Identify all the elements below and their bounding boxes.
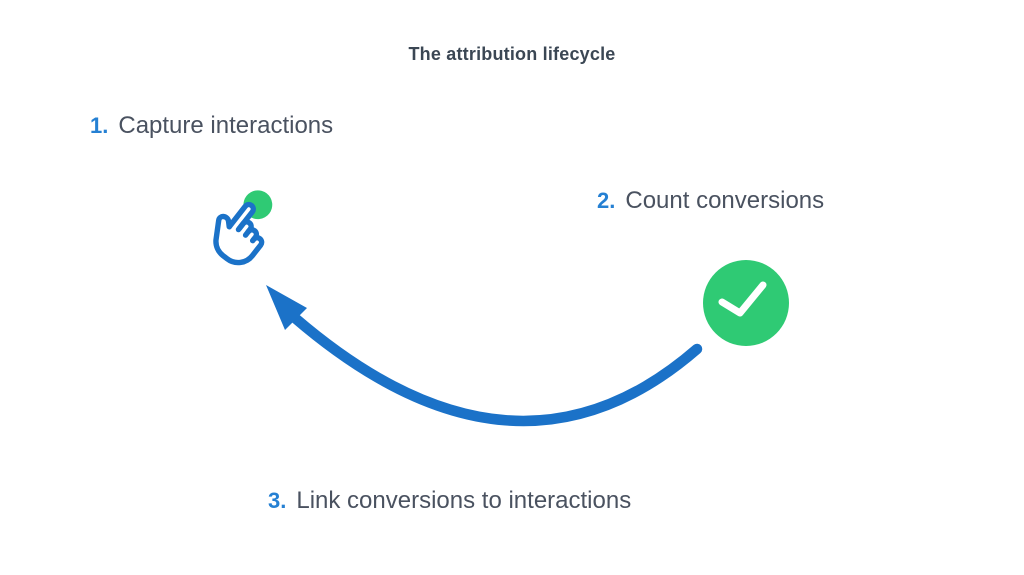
checkmark-icon: [703, 260, 789, 346]
step-3: 3. Link conversions to interactions: [268, 487, 631, 515]
step-3-number: 3.: [268, 488, 287, 513]
tap-hand-icon: [213, 190, 273, 266]
check-mark: [718, 281, 767, 317]
diagram-title: The attribution lifecycle: [408, 44, 616, 64]
curved-arrow-icon: [266, 285, 703, 427]
step-1-number: 1.: [90, 113, 109, 138]
step-2: 2. Count conversions: [597, 187, 824, 215]
arrow-shaft: [289, 312, 703, 427]
palm: [213, 213, 265, 266]
arrow-head: [266, 285, 307, 330]
step-1-label: Capture interactions: [118, 112, 334, 139]
index-finger: [226, 201, 256, 233]
step-1: 1. Capture interactions: [90, 112, 333, 140]
step-2-number: 2.: [597, 188, 616, 213]
step-3-label: Link conversions to interactions: [296, 487, 632, 514]
step-2-label: Count conversions: [625, 187, 825, 214]
